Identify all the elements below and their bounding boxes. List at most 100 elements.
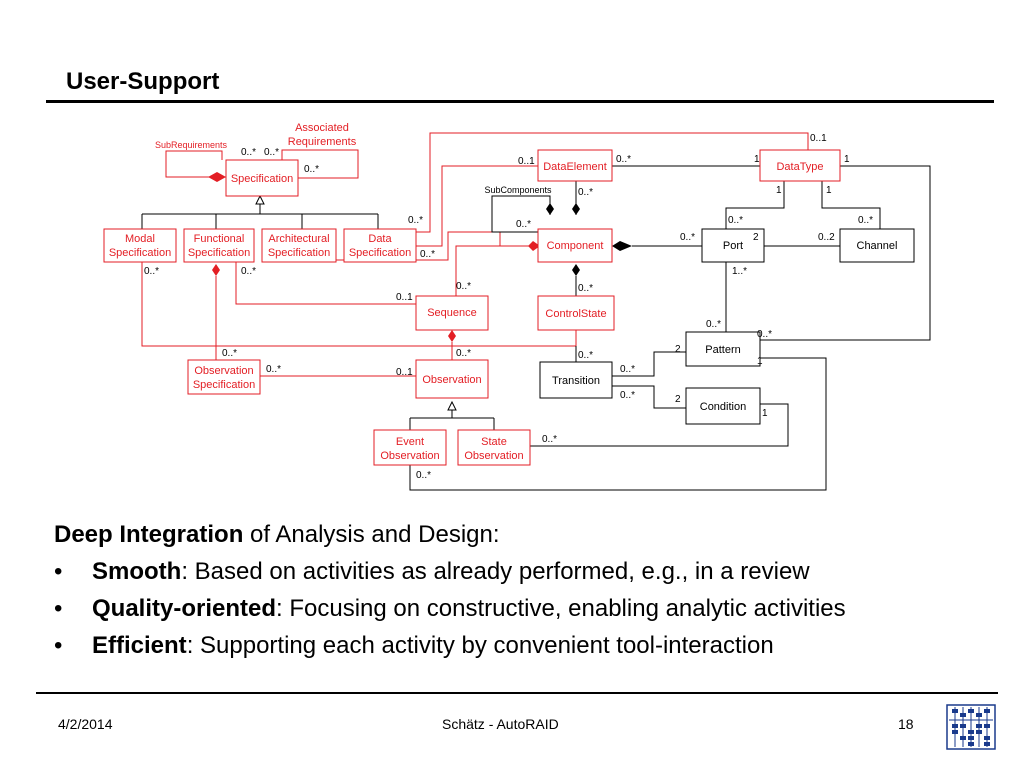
dataelement-label: DataElement bbox=[543, 161, 607, 173]
abacus-logo bbox=[946, 704, 996, 750]
title-rule bbox=[46, 100, 994, 103]
mult-label: 0..* bbox=[408, 215, 423, 226]
mult-label: 1..* bbox=[732, 266, 747, 277]
footer-author: Schätz - AutoRAID bbox=[442, 716, 559, 732]
mult-label: 0..* bbox=[241, 266, 256, 277]
event-observation-box bbox=[373, 429, 447, 466]
mult-label: 0..* bbox=[757, 329, 772, 340]
transition-condition-line bbox=[612, 385, 686, 409]
condition-label: Condition bbox=[700, 401, 746, 413]
mult-label: 0..* bbox=[706, 319, 721, 330]
dataspec-label-2: Specification bbox=[349, 247, 411, 259]
condition-stateobs-line bbox=[530, 403, 789, 447]
bullet-bold: Efficient bbox=[92, 632, 187, 659]
mult-label: 2 bbox=[675, 344, 681, 355]
architectural-specification-box bbox=[261, 228, 337, 263]
data-specification-box bbox=[343, 228, 417, 263]
channel-label: Channel bbox=[857, 240, 898, 252]
observation-label: Observation bbox=[422, 374, 481, 386]
mult-label: 0..* bbox=[264, 147, 279, 158]
observation-box bbox=[415, 359, 489, 399]
generalization-arrow-obs bbox=[447, 400, 457, 411]
composition-diamonds bbox=[208, 172, 632, 342]
mult-label: 0..* bbox=[420, 249, 435, 260]
associated-label-2: Requirements bbox=[288, 136, 357, 148]
associated-label-1: Associated bbox=[295, 122, 349, 134]
mult-label: 0..* bbox=[241, 147, 256, 158]
footer-rule bbox=[36, 692, 998, 694]
mult-label: 1 bbox=[776, 185, 782, 196]
mult-label: 0..* bbox=[620, 390, 635, 401]
sequence-label: Sequence bbox=[427, 307, 477, 319]
datatype-label: DataType bbox=[776, 161, 823, 173]
mult-label: 0..2 bbox=[818, 232, 835, 243]
mult-label: 0..1 bbox=[518, 156, 535, 167]
subrequirements-line bbox=[165, 150, 226, 178]
subcomponents-label: SubComponents bbox=[484, 185, 552, 195]
associated-requirements-line bbox=[281, 149, 359, 179]
mult-label: 0..* bbox=[578, 187, 593, 198]
mult-label: 2 bbox=[753, 232, 759, 243]
modal-controlstate-line bbox=[141, 262, 577, 347]
mult-label: 0..* bbox=[456, 281, 471, 292]
bullet-text: : Focusing on constructive, enabling ana… bbox=[276, 595, 846, 622]
mult-label: 0..* bbox=[542, 434, 557, 445]
modal-label-1: Modal bbox=[125, 233, 155, 245]
mult-label: 0..* bbox=[578, 350, 593, 361]
footer-date: 4/2/2014 bbox=[58, 716, 113, 732]
specification-label: Specification bbox=[231, 173, 293, 185]
functional-sequence-line bbox=[235, 262, 416, 305]
datatype-port-line bbox=[725, 181, 785, 229]
pattern-eventobs-line bbox=[409, 357, 827, 491]
mult-label: 0..* bbox=[616, 154, 631, 165]
mult-label: 0..* bbox=[144, 266, 159, 277]
datatype-channel-line bbox=[821, 181, 881, 229]
component-label: Component bbox=[547, 240, 604, 252]
red-associations bbox=[141, 132, 809, 377]
mult-label: 0..* bbox=[620, 364, 635, 375]
mult-label: 0..* bbox=[222, 348, 237, 359]
modal-specification-box bbox=[103, 228, 177, 263]
eventobs-label-1: Event bbox=[396, 436, 424, 448]
sequence-box bbox=[415, 295, 489, 331]
mult-label: 1 bbox=[826, 185, 832, 196]
functional-label-1: Functional bbox=[194, 233, 245, 245]
mult-label: 0..* bbox=[266, 364, 281, 375]
transition-pattern-line bbox=[612, 351, 686, 377]
state-observation-box bbox=[457, 429, 531, 466]
intro-rest: of Analysis and Design: bbox=[243, 521, 500, 548]
mult-label: 0..* bbox=[416, 470, 431, 481]
bullet-icon: • bbox=[54, 595, 63, 622]
mult-label: 0..* bbox=[304, 164, 319, 175]
datatype-dataspec-line bbox=[416, 132, 809, 233]
datatype-box bbox=[759, 149, 841, 182]
functional-specification-box bbox=[183, 228, 255, 263]
body-text: Deep Integration of Analysis and Design:… bbox=[54, 516, 846, 664]
dataspec-label-1: Data bbox=[368, 233, 392, 245]
subrequirements-label: SubRequirements bbox=[155, 140, 228, 150]
generalization-arrow-spec bbox=[255, 194, 265, 205]
obsspec-label-1: Observation bbox=[194, 365, 253, 377]
architectural-label-2: Specification bbox=[268, 247, 330, 259]
footer-page-number: 18 bbox=[898, 716, 914, 732]
port-label: Port bbox=[723, 240, 743, 252]
bullet-text: : Supporting each activity by convenient… bbox=[186, 632, 774, 659]
subcomponents-line bbox=[491, 195, 551, 233]
observation-specification-box bbox=[187, 359, 261, 395]
bullet-item: •Smooth: Based on activities as already … bbox=[54, 553, 846, 590]
mult-label: 0..* bbox=[456, 348, 471, 359]
bullet-icon: • bbox=[54, 558, 63, 585]
slide-title: User-Support bbox=[66, 68, 220, 95]
architectural-label-1: Architectural bbox=[268, 233, 329, 245]
mult-label: 0..* bbox=[516, 219, 531, 230]
mult-label: 0..* bbox=[728, 215, 743, 226]
pattern-label: Pattern bbox=[705, 344, 740, 356]
obsspec-label-2: Specification bbox=[193, 379, 255, 391]
mult-label: 1 bbox=[762, 408, 768, 419]
controlstate-box bbox=[537, 295, 615, 331]
mult-label: 0..1 bbox=[396, 367, 413, 378]
mult-label: 1 bbox=[844, 154, 850, 165]
modal-label-2: Specification bbox=[109, 247, 171, 259]
channel-box bbox=[839, 228, 915, 263]
intro-bold: Deep Integration bbox=[54, 521, 244, 548]
